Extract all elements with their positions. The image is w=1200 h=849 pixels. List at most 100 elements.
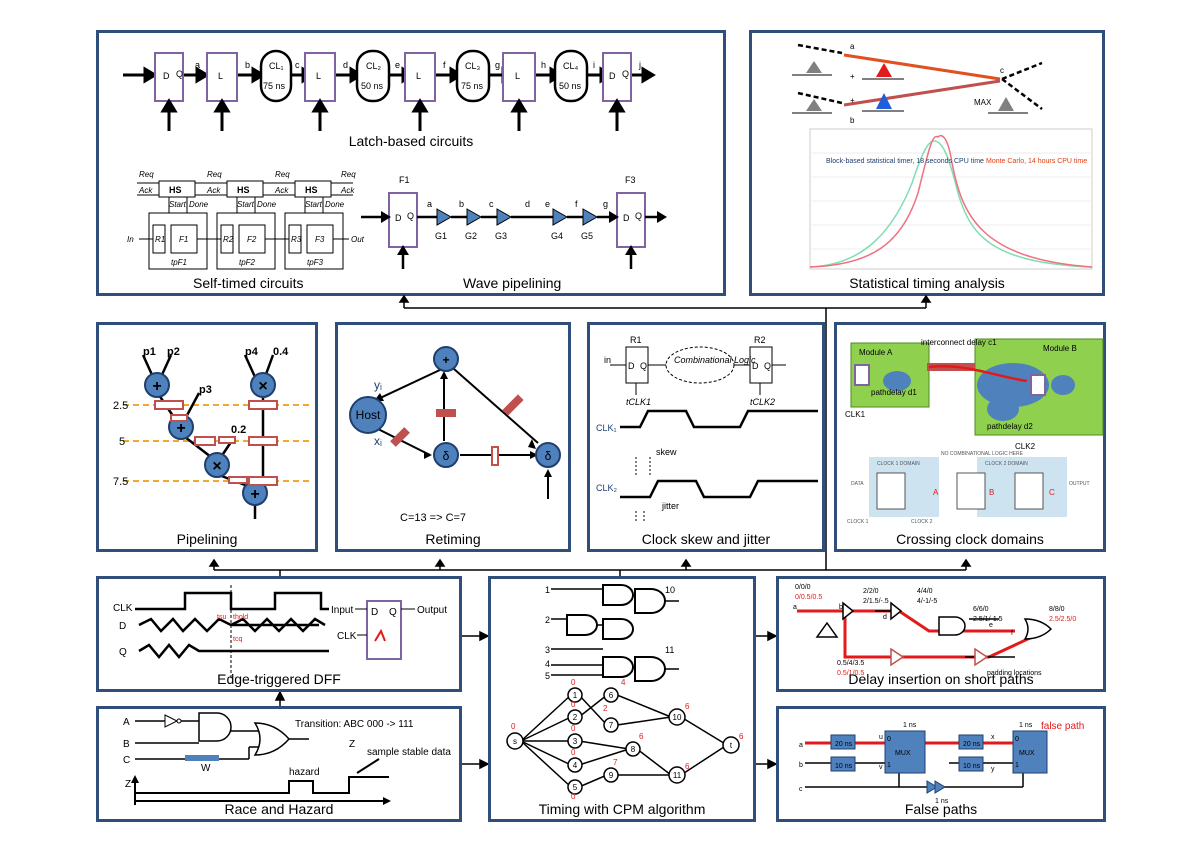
- pipe-p2: p2: [167, 346, 180, 358]
- w-7: 4: [621, 678, 626, 687]
- monte-carlo-label: Monte Carlo, 14 hours CPU time: [986, 158, 1087, 165]
- fp-v: v: [879, 764, 883, 771]
- race-c: C: [123, 755, 130, 766]
- req-4: Req: [341, 170, 356, 179]
- fp-10ns-2: 10 ns: [963, 763, 981, 770]
- stat-plus-1: +: [850, 72, 855, 81]
- latch-diagram: D Q L L L L D Q a b c d e f g h i j CL₁ …: [123, 49, 667, 270]
- clk2-label: CLK₂: [596, 483, 618, 493]
- w-1: 0: [571, 678, 576, 687]
- latch-q-label-2: Q: [622, 69, 629, 79]
- cl-1-delay: 75 ns: [263, 81, 286, 91]
- cpm-node-1: 1: [573, 691, 578, 700]
- fp-1ns-1: 1 ns: [903, 722, 917, 729]
- fp-mux-1: MUX: [895, 750, 911, 757]
- cl-4-delay: 50 ns: [559, 81, 582, 91]
- cl-block-3: [455, 49, 491, 103]
- skew-d-1: D: [628, 361, 635, 371]
- wire-c: c: [295, 60, 300, 70]
- delay-l7: 2.5/1/-1.5: [973, 616, 1003, 623]
- tp-2: tpF2: [239, 258, 256, 267]
- skew-in: in: [604, 355, 611, 365]
- gate-g1: G1: [435, 231, 447, 241]
- false-paths-title: False paths: [904, 801, 978, 817]
- delta-node-2: [535, 442, 561, 468]
- register-bar-1: [436, 409, 456, 417]
- wave-pipelining-diagram: F1 F3 D Q D Q a b c d e f g G1 G2 G3 G4 …: [361, 175, 667, 269]
- delay-node-b: b: [839, 604, 843, 611]
- crossing-a: A: [933, 488, 939, 497]
- wave-q-2: Q: [635, 211, 642, 221]
- skew-label: skew: [656, 447, 677, 457]
- fp-mux-2: MUX: [1019, 750, 1035, 757]
- cpm-out-11: 11: [665, 645, 674, 655]
- cpm-in-5: 5: [545, 671, 550, 681]
- wave-q-1: Q: [407, 211, 414, 221]
- wire-h: h: [541, 60, 546, 70]
- gate-11: [634, 656, 666, 682]
- delta-node-1: [433, 442, 459, 468]
- crossing-clk2: CLK2: [1015, 442, 1036, 451]
- cpm-source: s: [513, 737, 517, 746]
- w-s: 0: [511, 722, 516, 731]
- cpm-node-11: 11: [673, 771, 682, 780]
- fp-mux2-1: 1: [1015, 762, 1019, 769]
- latch-text: D Q L L L L D Q a b c d e f g h i j CL₁ …: [163, 60, 641, 91]
- latch-l-3: L: [416, 71, 421, 81]
- hs-box-2: [226, 180, 264, 198]
- cpm-node-3: 3: [573, 737, 578, 746]
- crossing-title: Crossing clock domains: [896, 531, 1044, 547]
- dff-d: D: [119, 621, 126, 632]
- thold-label: thold: [233, 614, 248, 621]
- start-3: Start: [305, 200, 323, 209]
- retiming-equation: C=13 => C=7: [400, 512, 466, 524]
- yi-label: yᵢ: [374, 378, 382, 392]
- padding-locations: padding locations: [987, 670, 1042, 677]
- w-6: 2: [603, 704, 608, 713]
- svg-text:×: ×: [212, 458, 221, 475]
- cpm-node-9: 9: [609, 771, 614, 780]
- dff-diagram: CLK D Q Input Output CLK tsu thold tcq D…: [113, 585, 447, 679]
- output-label: OUTPUT: [1069, 481, 1090, 487]
- svg-text:×: ×: [258, 378, 267, 395]
- delay-l4: 4/4/0: [917, 588, 933, 595]
- panel-cpm: 1 2 3 4 5 10 11 s 1: [488, 576, 756, 822]
- stat-c: c: [1000, 66, 1004, 75]
- panel-delay: 0/0/0 0/0.5/0.5 2/2/0 2/1.5/-.5 4/4/0 4/…: [776, 576, 1106, 692]
- clock-1-label: CLOCK 1: [847, 519, 869, 525]
- cpm-sink: t: [730, 741, 733, 750]
- delay-node-e: e: [989, 622, 993, 629]
- ack-1: Ack: [138, 186, 153, 195]
- pipelining-diagram: +×+ ×+ p1 p2 p3 p4 0.4 0.2 2.5 5 7.5: [113, 346, 309, 519]
- cpm-out-10: 10: [665, 585, 675, 595]
- latch-l-1: L: [218, 71, 223, 81]
- wire-i: i: [593, 60, 595, 70]
- wire-f: f: [443, 60, 446, 70]
- statistical-title: Statistical timing analysis: [849, 275, 1005, 291]
- hs-labels: HS HS HS: [169, 185, 318, 195]
- dff-q: Q: [119, 647, 127, 658]
- race-sample: sample stable data: [367, 747, 451, 758]
- xi-label: xᵢ: [374, 434, 382, 448]
- self-timed-text: Req Ack Req Ack Req Ack Req Ack Start Do…: [127, 170, 365, 267]
- panel-dff: CLK D Q Input Output CLK tsu thold tcq D…: [96, 576, 462, 692]
- fp-mux2-0: 0: [1015, 736, 1019, 743]
- cl-3-delay: 75 ns: [461, 81, 484, 91]
- delta-label-2: δ: [545, 449, 552, 463]
- dff-symbol-q: Q: [389, 607, 397, 618]
- dff-input: Input: [331, 605, 353, 616]
- race-a: A: [123, 717, 130, 728]
- race-w: W: [201, 763, 211, 774]
- wave-wire-e: e: [545, 199, 550, 209]
- wave-d-1: D: [395, 213, 402, 223]
- skew-d-2: D: [752, 361, 759, 371]
- stage-75: 7.5: [113, 476, 128, 488]
- race-hazard: hazard: [289, 767, 320, 778]
- delay-l3: 2/1.5/-.5: [863, 598, 889, 605]
- cpm-in-3: 3: [545, 645, 550, 655]
- latch-d-label-2: D: [609, 71, 616, 81]
- hs-3: HS: [305, 185, 318, 195]
- false-paths-diagram: a b c 20 ns 10 ns 20 ns 10 ns MUX MUX 1 …: [799, 721, 1084, 805]
- dff-clk-2: CLK: [337, 631, 357, 642]
- fp-1ns-3: 1 ns: [935, 798, 949, 805]
